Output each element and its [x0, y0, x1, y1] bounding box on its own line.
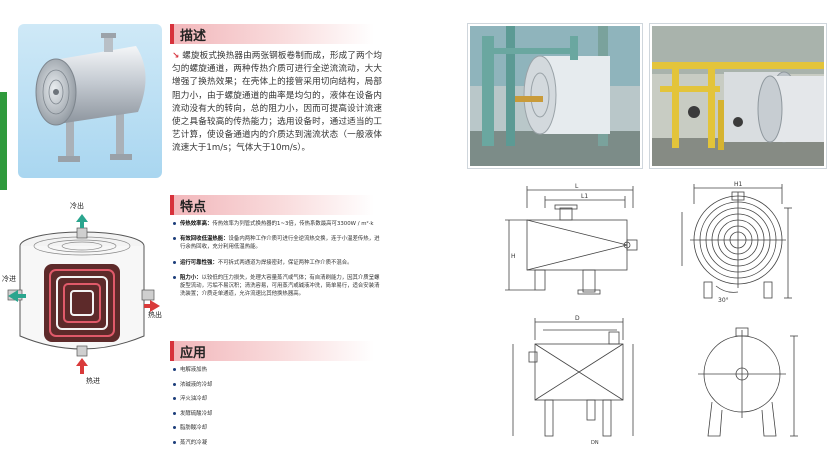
description-text: ↘螺旋板式换热器由两张钢板卷制而成，形成了两个均匀的螺旋通道，两种传热介质可进行… — [172, 50, 382, 156]
features-header: 特点 — [170, 195, 374, 215]
feature-text: 以较低的压力损失，处理大容量蒸汽或气体；有自清刷能力，因其介质呈螺旋型流动，污垢… — [180, 274, 380, 298]
arrow-icon: ↘ — [172, 51, 180, 61]
dim-h-label: H — [511, 253, 516, 260]
application-item: 脂肪酸冷却 — [172, 424, 322, 432]
feature-item: 运行可靠性强：不可拆式两通道为焊接密封，保证两种工作介质不混合。 — [172, 259, 384, 267]
installation-photo-2 — [650, 24, 826, 168]
application-item: 浓碱液的冷却 — [172, 381, 322, 389]
applications-header: 应用 — [170, 341, 374, 361]
end-view-svg-2 — [698, 327, 798, 437]
hot-in-label: 热进 — [86, 377, 100, 385]
installation-photo-1 — [468, 24, 642, 168]
dim-dn-label: DN — [591, 440, 599, 446]
end-view-svg-1: H1 30° — [681, 181, 792, 304]
feature-title: 阻力小： — [180, 274, 202, 281]
application-item: 蒸汽的冷凝 — [172, 439, 322, 447]
applications-list: 电解液加热 浓碱液的冷却 淬火油冷却 发酵硫酸冷却 脂肪酸冷却 蒸汽的冷凝 — [172, 366, 322, 454]
hot-out-label: 热出 — [148, 311, 162, 319]
angle-label: 30° — [718, 297, 729, 304]
feature-item: 有效回收低温热能：设备内两种工作介质可进行全逆流热交换，连于小温差传热，进行余热… — [172, 235, 384, 251]
cold-out-label: 冷出 — [70, 202, 84, 210]
product-illustration — [35, 33, 146, 162]
side-view-drawing-1: L L1 H — [505, 178, 655, 310]
cold-in-label: 冷进 — [2, 275, 16, 283]
feature-text: 设备内两种工作介质可进行全逆流热交换，连于小温差传热，进行余热回收，充分利用低温… — [180, 236, 380, 251]
installation-illustration-1 — [470, 26, 640, 166]
side-tab — [0, 92, 7, 190]
feature-text: 传热效率为列管式换热器的1~3倍，传热系数最高可3300W / m²·k — [212, 221, 374, 227]
side-view-svg-1: L L1 H — [505, 183, 638, 295]
feature-title: 传热效率高： — [180, 221, 213, 227]
product-photo — [18, 24, 162, 178]
application-item: 淬火油冷却 — [172, 395, 322, 403]
feature-item: 传热效率高：传热效率为列管式换热器的1~3倍，传热系数最高可3300W / m²… — [172, 220, 384, 228]
feature-item: 阻力小：以较低的压力损失，处理大容量蒸汽或气体；有自清刷能力，因其介质呈螺旋型流… — [172, 274, 384, 299]
description-heading: 描述 — [180, 29, 207, 44]
flow-schematic: 冷出 冷进 热出 热进 — [0, 196, 170, 391]
dim-l-label: L — [575, 183, 579, 190]
description-header: 描述 — [170, 24, 374, 44]
dim-d-label: D — [575, 315, 580, 322]
application-item: 发酵硫酸冷却 — [172, 410, 322, 418]
side-view-drawing-2: D DN — [505, 312, 655, 452]
feature-text: 不可拆式两通道为焊接密封，保证两种工作介质不混合。 — [217, 259, 353, 266]
feature-title: 有效回收低温热能： — [180, 236, 229, 243]
features-heading: 特点 — [180, 200, 207, 215]
end-view-drawing-2 — [690, 312, 810, 452]
features-list: 传热效率高：传热效率为列管式换热器的1~3倍，传热系数最高可3300W / m²… — [172, 220, 384, 305]
application-item: 电解液加热 — [172, 366, 322, 374]
end-view-drawing-1: H1 30° — [676, 178, 816, 310]
installation-illustration-2 — [652, 26, 824, 166]
feature-title: 运行可靠性强： — [180, 259, 218, 266]
dim-h1-label: H1 — [734, 181, 743, 188]
schematic-drawing — [7, 214, 160, 374]
side-view-svg-2: D DN — [512, 315, 634, 446]
description-body: 螺旋板式换热器由两张钢板卷制而成，形成了两个均匀的螺旋通道，两种传热介质可进行全… — [172, 51, 382, 154]
applications-heading: 应用 — [180, 346, 207, 361]
dim-l1-label: L1 — [581, 193, 588, 200]
